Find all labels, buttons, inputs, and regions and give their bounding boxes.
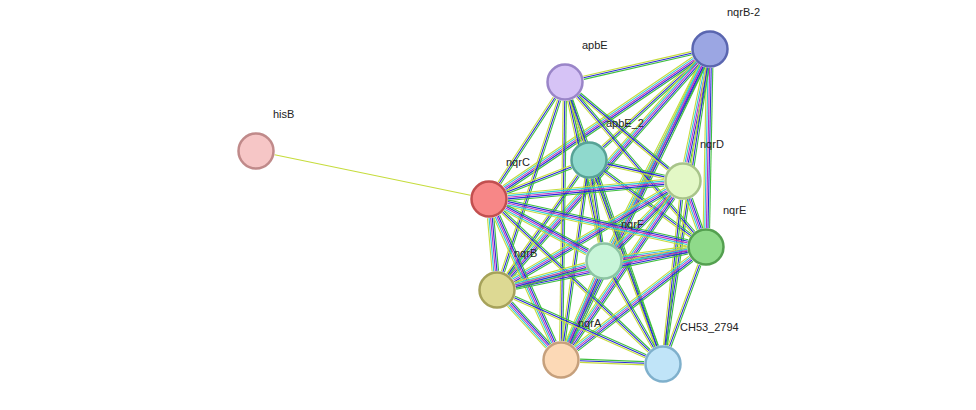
evidence-line [504,58,694,187]
node-circle [546,63,584,101]
interaction-edge [508,180,665,201]
protein-node: nqrB [478,271,516,309]
circle-shape [239,134,274,169]
circle-shape [587,244,622,279]
interaction-edge [607,163,665,179]
node-label: nqrD [700,138,724,150]
node-label: apbE_2 [606,117,644,129]
evidence-line [508,180,664,194]
evidence-line [612,278,652,348]
circle-shape [544,343,579,378]
evidence-line [507,306,545,348]
node-label: nqrA [578,317,601,329]
evidence-line [508,183,664,197]
circle-shape [646,347,681,382]
node-label: nqrC [506,156,530,168]
evidence-line [502,213,648,352]
circle-shape [666,164,701,199]
node-label: nqrE [723,204,746,216]
protein-node: nqrA [542,341,580,379]
evidence-line [507,167,572,192]
node-circle [542,341,580,379]
evidence-line [608,163,665,176]
evidence-line [504,211,650,350]
evidence-line [508,181,664,195]
interaction-edge [668,264,701,346]
circle-shape [693,32,728,67]
evidence-line [514,298,645,357]
node-circle [237,132,275,170]
interaction-edge [515,263,587,288]
evidence-line [560,101,563,341]
evidence-line [506,207,588,251]
evidence-line [506,208,588,252]
protein-node: nqrF [585,242,623,280]
evidence-line [487,218,492,271]
evidence-line [607,166,664,179]
evidence-line [668,264,698,345]
protein-node: nqrC [470,180,508,218]
node-circle [644,345,682,383]
evidence-line [515,266,585,285]
node-label: nqrB [514,247,537,259]
evidence-line [613,277,653,347]
evidence-line [686,200,696,230]
protein-node: hisB [237,132,275,170]
protein-node: nqrD [664,162,702,200]
evidence-line [506,165,571,190]
node-circle [585,242,623,280]
interaction-edge [562,179,588,342]
circle-shape [472,182,507,217]
node-label: hisB [273,108,294,120]
evidence-line [505,209,587,253]
circle-shape [480,273,515,308]
node-circle [687,228,725,266]
node-label: nqrF [621,218,644,230]
evidence-line [580,362,644,365]
evidence-line [615,277,655,347]
evidence-line [515,264,585,283]
node-circle [478,271,516,309]
protein-node: apbE [546,63,584,101]
evidence-line [515,296,646,355]
node-label: apbE [582,39,608,51]
interaction-edge [514,296,647,357]
evidence-line [574,199,675,347]
evidence-line [515,263,585,282]
evidence-line [671,265,701,346]
node-label: nqrB-2 [727,6,760,18]
interaction-edge [560,101,567,341]
evidence-line [504,101,560,273]
evidence-line [608,164,665,177]
evidence-line [670,265,700,346]
protein-node: CH53_2794 [644,345,682,383]
protein-node: nqrB-2 [691,30,729,68]
circle-shape [548,65,583,100]
evidence-line [275,155,471,195]
evidence-line [507,168,572,193]
node-circle [570,141,608,179]
node-circle [664,162,702,200]
interaction-edge [580,359,644,365]
protein-node: apbE_2 [570,141,608,179]
node-circle [691,30,729,68]
evidence-line [688,199,698,229]
protein-node: nqrE [687,228,725,266]
interaction-edge [502,211,651,352]
evidence-line [514,299,645,358]
interaction-edge [275,155,471,195]
evidence-line [503,57,693,186]
interaction-edge [612,277,655,349]
interaction-edge [686,198,703,230]
node-label: CH53_2794 [680,321,739,333]
evidence-line [516,268,586,287]
circle-shape [689,230,724,265]
interaction-edge [583,52,692,80]
circle-shape [572,143,607,178]
evidence-line [512,302,550,344]
node-circle [470,180,508,218]
